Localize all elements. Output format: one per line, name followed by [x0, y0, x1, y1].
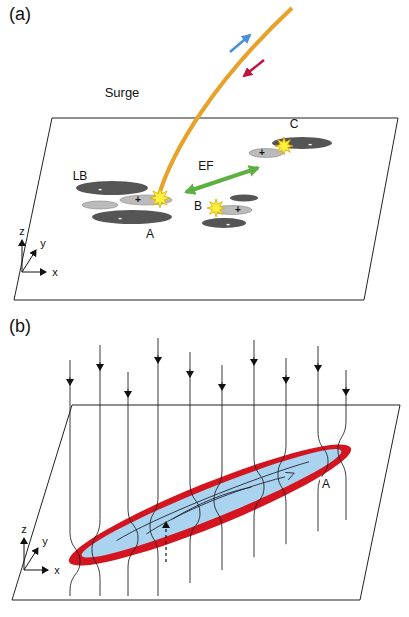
- field-line: [190, 352, 200, 583]
- reconnection-star: [207, 199, 225, 217]
- field-direction: [158, 355, 159, 363]
- surge-label: Surge: [103, 85, 142, 100]
- polarity-sign: +: [135, 195, 141, 205]
- reconnection-star: [275, 137, 293, 155]
- downflow-arrow: [244, 60, 264, 76]
- field-direction: [318, 363, 319, 371]
- site-label: C: [290, 118, 299, 130]
- field-direction: [346, 387, 347, 395]
- polarity-sign: -: [308, 138, 312, 149]
- field-line: [128, 372, 138, 596]
- flux-rope-region: [61, 428, 359, 583]
- field-line: [318, 346, 328, 531]
- field-direction: [254, 357, 255, 365]
- field-direction: [128, 389, 129, 397]
- field-direction: [222, 382, 223, 390]
- polarity-sign: -: [226, 218, 230, 229]
- field-direction: [100, 362, 101, 370]
- axis-label: x: [54, 565, 60, 576]
- field-line: [92, 345, 100, 596]
- site-label: B: [194, 200, 202, 212]
- polarity-sign: -: [98, 183, 102, 194]
- light-bridge-label: LB: [73, 170, 88, 182]
- polarity-sign: +: [259, 148, 265, 158]
- panel-label: (b): [9, 317, 31, 335]
- polarity-sign: +: [235, 205, 241, 215]
- axis-label: z: [21, 524, 27, 535]
- rise-arrow: [165, 522, 166, 562]
- upflow-arrow: [230, 35, 250, 52]
- field-line: [338, 370, 346, 520]
- axis-label: y: [42, 536, 48, 547]
- field-line: [278, 358, 286, 544]
- field-direction: [70, 377, 71, 385]
- panel-label: (a): [9, 5, 31, 23]
- photosphere-plane: [14, 118, 398, 300]
- axis-label: z: [19, 226, 25, 237]
- field-line: [254, 340, 264, 557]
- field-line: [70, 360, 80, 596]
- field-direction: [190, 369, 191, 377]
- site-label: A: [146, 228, 154, 240]
- field-line: [214, 365, 222, 570]
- axis-label: y: [40, 238, 46, 249]
- polarity-sign: -: [118, 212, 122, 223]
- field-lines: [70, 338, 346, 596]
- surge-jet: [158, 8, 292, 198]
- field-direction: [286, 375, 287, 383]
- reconnection-star: [150, 188, 170, 208]
- flux-patches: [76, 137, 332, 228]
- emerging-flux-label: EF: [196, 159, 215, 173]
- field-line: [150, 338, 158, 596]
- axis-label: x: [52, 267, 58, 278]
- site-label: A: [320, 477, 332, 491]
